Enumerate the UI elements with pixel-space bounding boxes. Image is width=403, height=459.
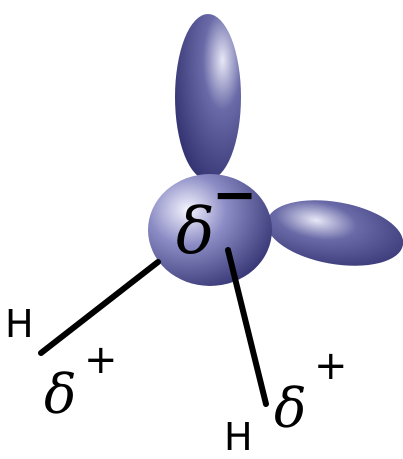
central-atom-sphere — [148, 174, 272, 286]
hydrogen-left-symbol: H — [5, 302, 34, 346]
center-delta-symbol: δ — [176, 195, 215, 269]
hydrogen-right-charge-sign: + — [314, 343, 348, 389]
right-orbital-lobe — [266, 200, 403, 266]
hydrogen-left-delta-symbol: δ — [44, 363, 77, 426]
center-charge-sign: − — [212, 163, 258, 226]
hydrogen-right-delta-symbol: δ — [274, 377, 307, 440]
bond-right — [225, 247, 269, 407]
hydrogen-right-symbol: H — [224, 415, 253, 459]
bond-left — [38, 259, 161, 356]
top-orbital-lobe — [175, 14, 241, 180]
hydrogen-left-charge-sign: + — [84, 337, 118, 383]
